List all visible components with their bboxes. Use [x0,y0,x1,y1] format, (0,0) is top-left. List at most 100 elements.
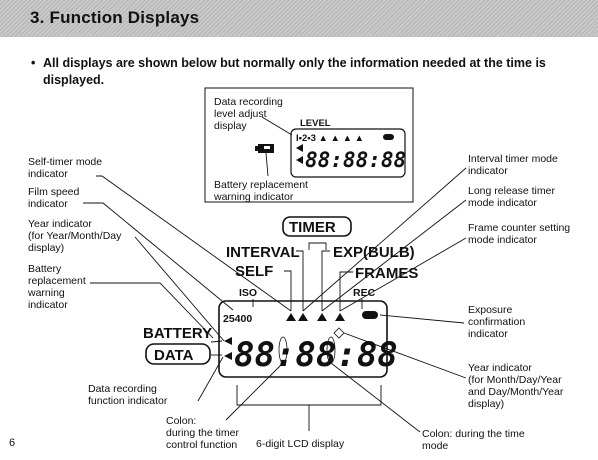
callout-exposure-2: confirmation [468,316,525,328]
leader-line [343,332,467,379]
level-label: LEVEL [300,118,331,129]
interval-label: INTERVAL [226,244,300,261]
main-lcd-digits: 88:88:88 [234,335,398,375]
leader-line [96,175,292,312]
exposure-confirm-icon [362,311,378,319]
callout-exposure-1: Exposure [468,304,513,316]
leader-line [197,356,224,402]
callout-long-release-1: Long release timer [468,185,555,197]
iso-label: ISO [239,287,257,299]
small-callout-top-1: Data recording [214,96,283,108]
callout-interval-1: Interval timer mode [468,153,558,165]
callout-colon-timer-3: control function [166,439,237,451]
leader-line [302,167,467,312]
leader-line [225,362,284,421]
main-lcd-frame [218,300,388,378]
intro-note: • All displays are shown below but norma… [31,55,561,89]
small-callout-top-2: level adjust [214,108,267,120]
data-box [145,343,211,365]
callout-colon-timer-2: during the timer [166,427,239,439]
callout-year-ymd-2: (for Year/Month/Day [28,230,122,242]
frames-label: FRAMES [355,265,418,282]
callout-film-speed-1: Film speed [28,186,80,198]
small-display-frame [204,87,414,203]
bullet-icon: • [31,56,36,70]
leader-line [321,199,467,312]
callout-year-mdy-3: and Day/Month/Year [468,386,564,398]
callout-interval-2: indicator [468,165,508,177]
bottom-callouts: Colon: during the timer control function… [166,362,525,452]
small-callout-top-3: display [214,120,247,132]
callout-self-timer-1: Self-timer mode [28,156,102,168]
leader-line [90,282,214,339]
small-lcd-digits: 88:88:88 [305,148,406,172]
leader-line [339,237,467,312]
leader-line [261,116,293,136]
callout-colon-time-1: Colon: during the time [422,428,525,440]
callout-long-release-2: mode indicator [468,197,537,209]
interval-triangle-icon [298,313,308,321]
leader-line [134,236,225,342]
battery-label: BATTERY [143,325,212,342]
callout-lcd-6digit: 6-digit LCD display [256,438,345,450]
callout-year-mdy-2: (for Month/Day/Year [468,374,562,386]
rec-marker-icon [333,327,345,339]
long-release-triangle-icon [317,313,327,321]
callout-year-ymd-1: Year indicator [28,218,92,230]
leader-line [265,152,269,177]
section-header-bar: 3. Function Displays [0,0,598,37]
interval-connector [296,250,304,311]
exp-connector [321,250,330,311]
callout-battery-1: Battery [28,263,62,275]
left-callouts: Self-timer mode indicator Film speed ind… [27,156,292,407]
callout-battery-3: warning [27,287,65,299]
timer-box [282,216,352,237]
small-lcd-frame [290,128,406,178]
page-number: 6 [9,437,16,449]
timer-bracket [308,242,327,250]
callout-colon-time-2: mode [422,440,448,452]
callout-year-ymd-3: display) [28,242,64,254]
small-display-panel: Data recording level adjust display LEVE… [204,87,414,203]
main-display: TIMER INTERVAL EXP(BULB) SELF FRAMES ISO… [143,216,418,431]
callout-battery-2: replacement [28,275,86,287]
leader-line [379,314,465,324]
callout-battery-4: indicator [28,299,68,311]
battery-connector [210,340,223,343]
callout-data-recording-1: Data recording [88,383,157,395]
callout-frame-counter-2: mode indicator [468,234,537,246]
right-callouts: Interval timer mode indicator Long relea… [302,153,570,410]
self-connector [284,270,292,311]
pointer-triangle-icon [296,144,303,152]
exposure-dot-icon [383,134,394,140]
data-pointer-icon [224,352,232,360]
callout-exposure-3: indicator [468,328,508,340]
level-scale: I•2•3 ▲ ▲ ▲ ▲ [296,133,364,144]
intro-text: All displays are shown below but normall… [43,56,546,87]
callout-colon-timer-1: Colon: [166,415,196,427]
callout-year-mdy-1: Year indicator [468,362,532,374]
frames-connector [339,271,353,311]
self-timer-triangle-icon [286,313,296,321]
callout-self-timer-2: indicator [28,168,68,180]
leader-line [83,202,234,311]
film-speed-value: 25400 [223,313,252,325]
pointer-triangle-icon [296,156,303,164]
callout-data-recording-2: function indicator [88,395,168,407]
frame-counter-triangle-icon [335,313,345,321]
year-pointer-icon [224,337,232,345]
section-title: 3. Function Displays [30,8,200,27]
callout-frame-counter-1: Frame counter setting [468,222,570,234]
timer-label: TIMER [289,219,336,236]
data-label: DATA [154,347,194,364]
callout-film-speed-2: indicator [28,198,68,210]
small-callout-bottom-2: warning indicator [213,191,294,203]
battery-icon [255,144,274,153]
rec-label: REC [353,287,376,299]
callout-year-mdy-4: display) [468,398,504,410]
self-label: SELF [235,263,273,280]
small-callout-bottom-1: Battery replacement [214,179,308,191]
exp-bulb-label: EXP(BULB) [333,244,415,261]
leader-line [330,362,421,433]
